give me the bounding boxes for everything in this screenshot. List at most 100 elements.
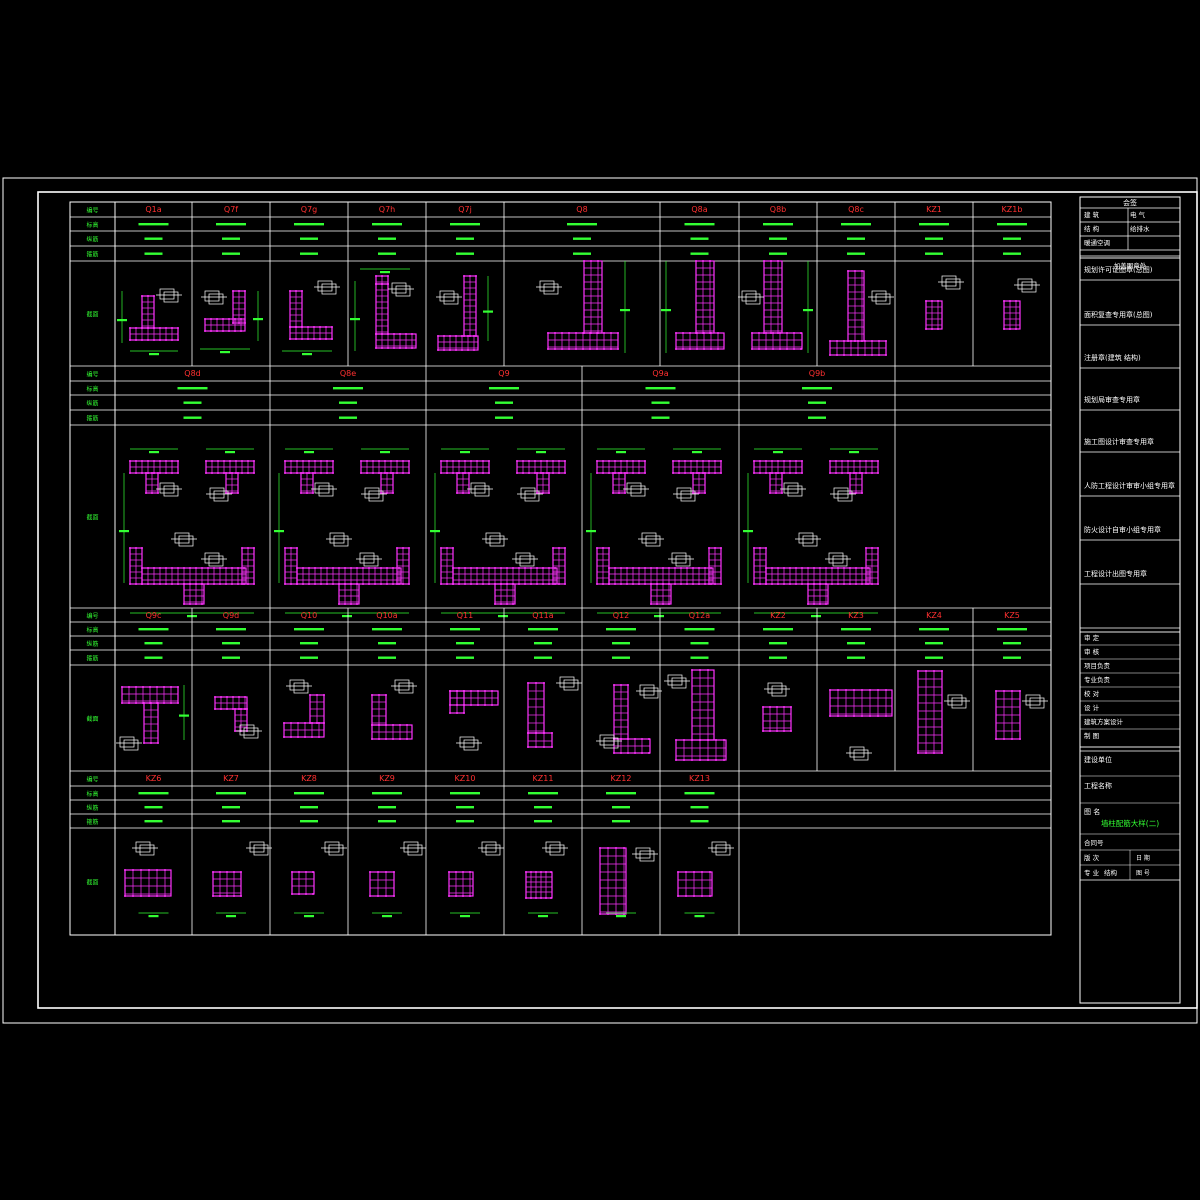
rebar-detail-sketch bbox=[171, 532, 197, 547]
rebar-dot bbox=[841, 472, 843, 474]
rebar-dot bbox=[825, 583, 827, 585]
rebar-detail-sketch bbox=[388, 282, 414, 297]
rebar-dot bbox=[871, 472, 873, 474]
rebar-dot bbox=[207, 567, 209, 569]
rebar-dot bbox=[170, 702, 172, 704]
rebar-dot bbox=[446, 460, 448, 462]
rebar-detail-sketch bbox=[156, 482, 182, 497]
dimension-text-mark bbox=[302, 353, 312, 356]
rebar-dot bbox=[753, 547, 755, 549]
rebar-dot bbox=[783, 706, 785, 708]
rebar-detail-sketch bbox=[780, 482, 806, 497]
rebar-dot bbox=[527, 732, 529, 734]
rebar-dot bbox=[232, 322, 234, 324]
small-note-mark bbox=[300, 656, 318, 659]
rebar-dot bbox=[542, 583, 544, 585]
discipline-value: 结构 bbox=[1104, 868, 1118, 877]
rebar-dot bbox=[865, 547, 867, 549]
rebar-dot bbox=[709, 871, 711, 873]
rebar-dot bbox=[825, 567, 827, 569]
rebar-dot bbox=[871, 460, 873, 462]
rebar-dot bbox=[411, 333, 413, 335]
rebar-dot bbox=[540, 460, 542, 462]
rebar-dot bbox=[620, 583, 622, 585]
rebar-detail-sketch bbox=[556, 676, 582, 691]
rebar-dot bbox=[546, 460, 548, 462]
rebar-dot bbox=[228, 330, 230, 332]
sheet-label: 图 号 bbox=[1136, 870, 1150, 877]
column-title-5: Q8 bbox=[576, 205, 587, 214]
rebar-dot bbox=[143, 742, 145, 744]
rebar-dot bbox=[675, 332, 677, 334]
rebar-dot bbox=[678, 460, 680, 462]
rebar-dot bbox=[885, 715, 887, 717]
detail-box bbox=[711, 841, 727, 853]
rebar-dot bbox=[449, 335, 451, 337]
detail-box bbox=[489, 535, 505, 547]
column-section bbox=[917, 670, 943, 754]
dimension-text-mark bbox=[304, 915, 314, 918]
small-note-mark bbox=[339, 401, 357, 404]
rebar-dot bbox=[312, 893, 314, 895]
rebar-dot bbox=[380, 567, 382, 569]
rebar-dot bbox=[525, 871, 527, 873]
rebar-dot bbox=[476, 583, 478, 585]
rebar-dot bbox=[456, 492, 458, 494]
rebar-dot bbox=[783, 567, 785, 569]
rebar-dot bbox=[338, 603, 340, 605]
rebar-dot bbox=[707, 759, 709, 761]
small-note-mark bbox=[769, 656, 787, 659]
rebar-dot bbox=[385, 724, 387, 726]
rebar-dot bbox=[214, 696, 216, 698]
dimension-text-mark bbox=[616, 451, 626, 454]
rebar-dot bbox=[568, 332, 570, 334]
rebar-dot bbox=[771, 567, 773, 569]
rebar-dot bbox=[524, 567, 526, 569]
rebar-dot bbox=[135, 547, 137, 549]
small-note-mark bbox=[847, 237, 865, 240]
rebar-dot bbox=[462, 472, 464, 474]
row-label-rebar: 纵筋 bbox=[86, 804, 98, 812]
rebar-dot bbox=[753, 472, 755, 474]
rebar-dot bbox=[641, 752, 643, 754]
rebar-dot bbox=[596, 547, 598, 549]
rebar-dot bbox=[589, 348, 591, 350]
rebar-dot bbox=[751, 332, 753, 334]
rebar-dot bbox=[319, 326, 321, 328]
rebar-dot bbox=[612, 492, 614, 494]
rebar-dot bbox=[781, 472, 783, 474]
rebar-dot bbox=[128, 686, 130, 688]
column-title-9: KZ3 bbox=[848, 611, 864, 620]
rebar-dot bbox=[1003, 738, 1005, 740]
rebar-dot bbox=[408, 583, 410, 585]
rebar-dot bbox=[672, 460, 674, 462]
dimension-text-mark bbox=[654, 615, 664, 618]
rebar-detail-sketch bbox=[596, 734, 622, 749]
column-title-7: Q12a bbox=[689, 611, 710, 620]
rebar-dot bbox=[443, 349, 445, 351]
rebar-dot bbox=[704, 583, 706, 585]
rebar-dot bbox=[231, 567, 233, 569]
column-section bbox=[291, 871, 315, 895]
column-section bbox=[284, 460, 410, 605]
section-outline bbox=[807, 583, 829, 605]
detail-box bbox=[599, 734, 615, 746]
rebar-dot bbox=[452, 583, 454, 585]
rebar-dot bbox=[850, 340, 852, 342]
rebar-dot bbox=[326, 583, 328, 585]
rebar-dot bbox=[455, 871, 457, 873]
rebar-dot bbox=[141, 327, 143, 329]
rebar-dot bbox=[674, 567, 676, 569]
rebar-dot bbox=[494, 603, 496, 605]
rebar-dot bbox=[917, 670, 919, 672]
rebar-dot bbox=[494, 583, 496, 585]
rebar-detail-sketch bbox=[391, 679, 417, 694]
rebar-dot bbox=[701, 895, 703, 897]
rebar-dot bbox=[783, 730, 785, 732]
small-note-mark bbox=[177, 387, 208, 390]
rebar-dot bbox=[296, 583, 298, 585]
rebar-dot bbox=[776, 730, 778, 732]
detail-box bbox=[481, 841, 497, 853]
